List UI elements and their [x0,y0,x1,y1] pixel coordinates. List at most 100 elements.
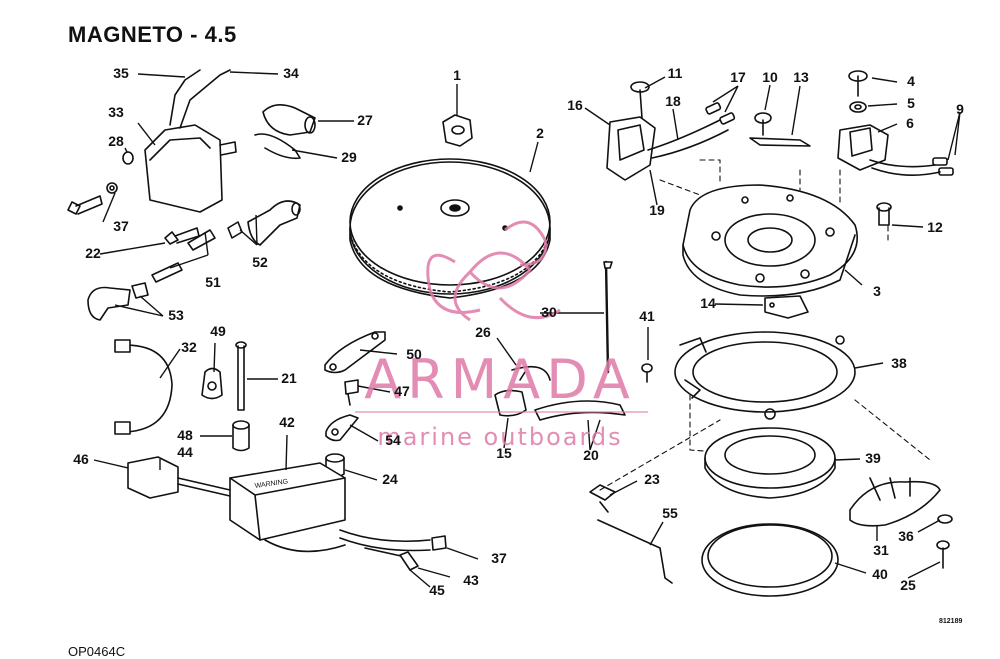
callout-46: 46 [73,451,89,467]
part-clamp-49 [201,367,223,400]
callout-21: 21 [281,370,297,386]
part-nut [442,114,473,147]
part-ignition-coil [144,69,237,213]
callout-33: 33 [108,104,124,120]
part-power-pack: WARNING [229,462,431,553]
callout-1: 1 [453,67,461,83]
part-spacer-48 [232,420,250,452]
watermark-tagline: marine outboards [377,423,622,451]
callout-47: 47 [394,383,410,399]
part-coil-left [606,81,736,181]
diagram-title: MAGNETO - 4.5 [68,22,237,47]
callout-49: 49 [210,323,226,339]
callout-35: 35 [113,65,129,81]
callout-5: 5 [907,95,915,111]
callout-52: 52 [252,254,268,270]
part-washer-28 [122,151,134,165]
part-link-arm-50 [324,331,386,374]
callout-55: 55 [662,505,678,521]
callout-31: 31 [873,542,889,558]
part-tie-strap [603,260,613,374]
callout-10: 10 [762,69,778,85]
callout-6: 6 [906,115,914,131]
callout-27: 27 [357,112,373,128]
part-plug-connector [127,456,231,499]
part-screw-22 [67,195,200,245]
callout-17: 17 [730,69,746,85]
part-clip-29 [254,133,301,160]
callout-51: 51 [205,274,221,290]
drawing-code: OP0464C [68,644,126,659]
callout-23: 23 [644,471,660,487]
callout-37: 37 [113,218,129,234]
part-flywheel [349,158,551,299]
part-retainer-plate [674,331,856,420]
callout-22: 22 [85,245,101,261]
callout-4: 4 [907,73,915,89]
callout-34: 34 [283,65,299,81]
callout-28: 28 [108,133,124,149]
callout-2: 2 [536,125,544,141]
callout-38: 38 [891,355,907,371]
callout-43: 43 [463,572,479,588]
callout-36: 36 [898,528,914,544]
callout-16: 16 [567,97,583,113]
callout-53: 53 [168,307,184,323]
part-kill-switch [494,365,626,421]
part-rod-55 [597,519,673,584]
part-connector-43 [364,547,419,571]
callout-24: 24 [382,471,398,487]
callout-18: 18 [665,93,681,109]
callout-12: 12 [927,219,943,235]
callout-14: 14 [700,295,716,311]
part-stator-plate [682,184,859,297]
callout-39: 39 [865,450,881,466]
callout-48: 48 [177,427,193,443]
part-boot-52 [227,200,301,246]
small-reference-code: 812189 [939,618,963,625]
callout-54: 54 [385,432,401,448]
callout-37: 37 [491,550,507,566]
part-link-arm-54 [325,414,359,442]
callout-26: 26 [475,324,491,340]
callout-42: 42 [279,414,295,430]
part-boot-53 [87,282,149,321]
callout-45: 45 [429,582,445,598]
callout-11: 11 [668,65,683,81]
part-retaining-ring [701,523,839,597]
part-screw-41 [641,363,653,383]
callout-44: 44 [177,444,193,460]
part-throttle-cam [849,477,941,527]
callout-9: 9 [956,101,964,117]
callout-29: 29 [341,149,357,165]
callout-30: 30 [541,304,557,320]
callout-20: 20 [583,447,599,463]
callout-15: 15 [496,445,512,461]
part-clip [749,112,811,147]
part-coil-right [837,70,954,176]
part-screw-12 [876,202,892,226]
part-clip-37b [431,535,447,551]
part-tube-51 [151,229,216,283]
callout-32: 32 [181,339,197,355]
part-support-ring [704,427,836,499]
part-screw-47 [344,379,359,406]
callout-3: 3 [873,283,881,299]
watermark-brand: ARMADA [364,348,636,411]
part-cam [764,295,809,319]
callout-41: 41 [639,308,655,324]
part-washer-37 [106,182,118,194]
part-washer-36 [937,514,953,524]
svg-text:WARNING: WARNING [254,478,288,490]
callout-19: 19 [649,202,665,218]
part-plug-27 [262,104,316,136]
part-ground-wire [114,339,173,435]
callout-50: 50 [406,346,422,362]
part-screw-21 [235,341,247,411]
callout-40: 40 [872,566,888,582]
callout-13: 13 [793,69,809,85]
callout-labels: 1234569101112131415161718192021222324252… [73,65,964,598]
armada-logo: ARMADA marine outboards [355,220,648,451]
